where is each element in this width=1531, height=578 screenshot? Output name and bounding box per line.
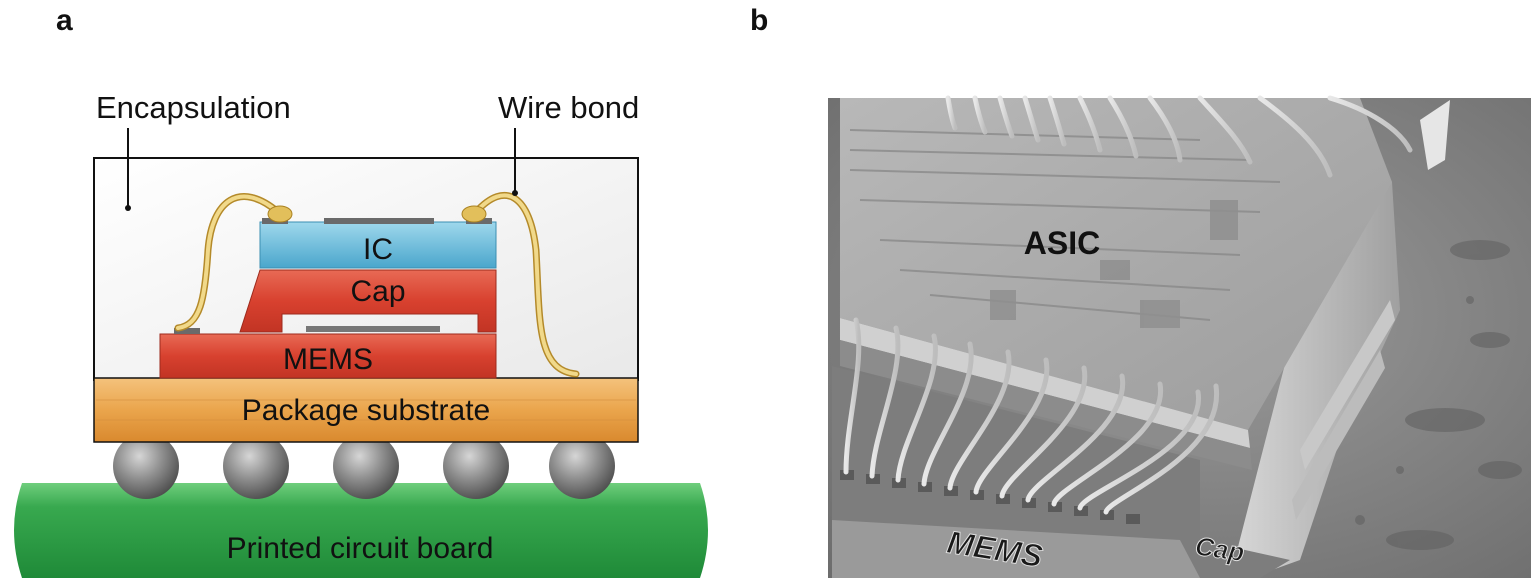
- cap-layer: [840, 340, 1252, 470]
- cap-die: [239, 269, 497, 333]
- panel-a: Encapsulation Wire bond IC Cap MEMS Pack…: [14, 90, 708, 578]
- solder-ball: [113, 433, 179, 499]
- solder-ball: [549, 433, 615, 499]
- panel-a-letter: a: [56, 4, 73, 37]
- mems-label: MEMS: [283, 343, 373, 376]
- package-substrate-label: Package substrate: [242, 394, 490, 427]
- solder-ball: [333, 433, 399, 499]
- sem-wire-bonds-top: [945, 95, 1413, 178]
- solder-ball: [443, 433, 509, 499]
- package-substrate: [93, 377, 639, 443]
- ic-die: [259, 221, 497, 269]
- panel-b-letter: b: [750, 4, 769, 37]
- solder-balls: [113, 433, 615, 499]
- bond-pad-row: [840, 470, 1140, 524]
- mems-pad-strip: [306, 326, 440, 332]
- encapsulation-label: Encapsulation: [96, 90, 291, 125]
- wire-bond-label: Wire bond: [498, 90, 639, 125]
- asic-label: ASIC: [1024, 225, 1100, 261]
- mems-layer: [832, 366, 1290, 578]
- ic-label: IC: [363, 233, 393, 266]
- cap-label: Cap: [350, 275, 405, 308]
- sem-wire-bonds-front: [843, 317, 1219, 515]
- printed-circuit-board: [14, 483, 708, 578]
- panel-b-sem-image: ASIC MEMS Cap: [828, 95, 1531, 578]
- chip-stack-side: [1230, 182, 1400, 578]
- pcb-label: Printed circuit board: [227, 532, 494, 565]
- solder-ball: [223, 433, 289, 499]
- mems-die: [159, 333, 497, 379]
- ic-pad-strip: [324, 218, 434, 224]
- cap-sem-label: Cap: [1193, 531, 1246, 568]
